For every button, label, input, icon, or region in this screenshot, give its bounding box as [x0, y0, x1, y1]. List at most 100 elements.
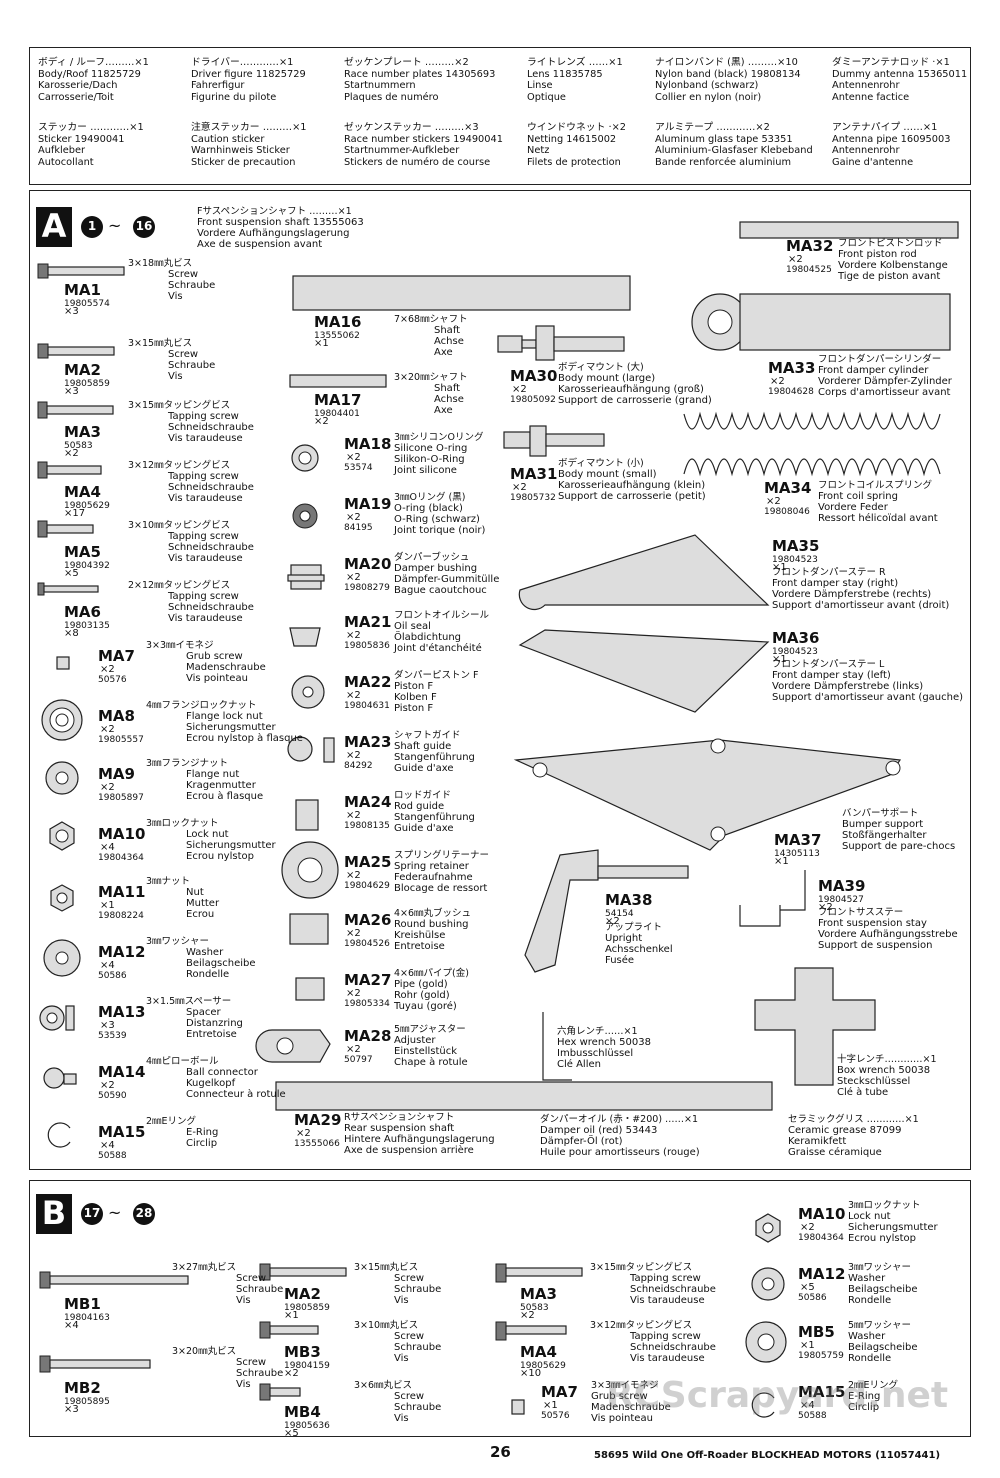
part-qty: ×2	[605, 916, 620, 927]
part-name: Oil seal	[394, 621, 431, 632]
part-qty: ×1	[772, 562, 787, 573]
part-id: MA21	[344, 614, 391, 630]
part-jp-name: 4㎜フランジロックナット	[146, 700, 257, 711]
part-qty: ×1	[543, 1400, 558, 1411]
part-jp-name: 4㎜ピローボール	[146, 1056, 219, 1067]
part-jp-name: 4×6㎜丸ブッシュ	[394, 908, 472, 919]
part-qty: ×2	[284, 1368, 299, 1379]
part-jp-name: 3×3㎜イモネジ	[146, 640, 214, 651]
part-id-text: MA18	[344, 435, 392, 453]
part-name: Rondelle	[848, 1353, 892, 1364]
part-name: Vordere Dämpferstrebe (links)	[772, 681, 924, 692]
part-id-text: MA12	[98, 943, 146, 961]
tilde: ~	[108, 216, 122, 235]
header-part-l3: Figurine du pilote	[191, 91, 277, 103]
part-qty: ×2	[314, 416, 329, 427]
part-code: 50583	[64, 441, 93, 451]
part-qty: ×2	[346, 750, 361, 761]
box-wrench-l3: Clé à tube	[837, 1087, 889, 1098]
part-jp-name: スプリングリテーナー	[394, 850, 490, 861]
part-name: Shaft	[434, 383, 461, 394]
header-part-l1: Antenna pipe 16095003	[832, 133, 951, 145]
part-code: 53539	[98, 1031, 127, 1041]
part-jp-name: 7×68㎜シャフト	[394, 314, 468, 325]
part-qty: ×2	[520, 1310, 535, 1321]
part-name: Entretoise	[186, 1029, 237, 1040]
part-jp-name: Rサスペンションシャフト	[344, 1112, 455, 1123]
ceramic-grease-l2: Keramikfett	[788, 1136, 847, 1147]
part-qty: ×10	[520, 1368, 542, 1379]
part-jp-name: 3㎜ワッシャー	[146, 936, 210, 947]
section-b-box	[29, 1180, 971, 1437]
part-code: 84195	[344, 523, 373, 533]
part-jp-name: ダンパーブッシュ	[394, 552, 470, 563]
part-name: Rondelle	[186, 969, 230, 980]
part-jp-name: フロントダンパーシリンダー	[818, 354, 942, 365]
part-name: Screw	[394, 1391, 425, 1402]
header-part-l1: Netting 14615002	[527, 133, 617, 145]
part-qty: ×1	[800, 1340, 815, 1351]
header-part-l3: Gaine d'antenne	[832, 156, 914, 168]
part-name: Ecrou nylstop	[848, 1233, 916, 1244]
part-jp-name: 3㎜ロックナット	[146, 818, 219, 829]
part-name: Support de pare-chocs	[842, 841, 956, 852]
part-id: MA16 ×1	[314, 314, 361, 352]
part-qty: ×2	[100, 724, 115, 735]
part-name: Vis taraudeuse	[168, 493, 243, 504]
header-part-l1: Driver figure 11825729	[191, 68, 306, 80]
part-code: 19804364	[798, 1233, 844, 1243]
watermark: RCScrapyard.net	[606, 1375, 949, 1416]
part-jp-name: 5㎜アジャスター	[394, 1024, 466, 1035]
part-name: Joint silicone	[394, 465, 457, 476]
part-name: Tapping screw	[630, 1273, 701, 1284]
part-id: MA19	[344, 496, 391, 512]
part-jp-name: バンパーサポート	[842, 808, 919, 819]
part-id: MA1 ×3	[64, 282, 101, 320]
part-id-text: MB2	[64, 1379, 101, 1397]
part-qty: ×2	[346, 928, 361, 939]
part-id: MA3 ×2	[64, 424, 101, 462]
part-id: MA12	[98, 944, 145, 960]
header-part-jp: ナイロンバンド (黒) ………×10	[655, 57, 798, 68]
part-code: 19804159	[284, 1361, 330, 1371]
part-name: Vis	[394, 1295, 409, 1306]
header-part-l3: Plaques de numéro	[344, 91, 439, 103]
part-name: Vis	[236, 1295, 251, 1306]
part-name: Stoßfängerhalter	[842, 830, 927, 841]
part-qty: ×5	[64, 568, 79, 579]
part-name: Screw	[168, 349, 199, 360]
part-name: Axe de suspension arrière	[344, 1145, 474, 1156]
part-id-text: MA4	[64, 483, 101, 501]
header-part-l2: Antennenrohr	[832, 145, 900, 156]
part-name: Flange nut	[186, 769, 240, 780]
part-qty: ×2	[346, 988, 361, 999]
header-part-l3: Antenne factice	[832, 91, 910, 103]
screw-icons	[37, 263, 125, 670]
part-code: 19805895	[64, 1397, 110, 1407]
part-name: Washer	[848, 1331, 886, 1342]
part-id-text: MA2	[284, 1285, 321, 1303]
part-name: Schraube	[236, 1368, 284, 1379]
part-name: Spring retainer	[394, 861, 469, 872]
part-name: Schneidschraube	[168, 422, 254, 433]
part-name: Beilagscheibe	[848, 1284, 918, 1295]
part-name: Schneidschraube	[630, 1284, 716, 1295]
part-id: MA38 ×2	[605, 892, 652, 930]
part-code: 19804163	[64, 1313, 110, 1323]
part-id: MB2 ×3	[64, 1380, 101, 1418]
part-qty: ×2	[346, 452, 361, 463]
part-name: Rod guide	[394, 801, 445, 812]
part-name: Washer	[186, 947, 224, 958]
part-id: MA14	[98, 1064, 145, 1080]
hex-wrench-jp: 六角レンチ……×1	[557, 1026, 638, 1037]
ceramic-grease-l1: Ceramic grease 87099	[788, 1125, 902, 1136]
header-part-jp: ライトレンズ ……×1	[527, 57, 623, 68]
part-name: Front damper cylinder	[818, 365, 929, 376]
part-name: Vis	[236, 1379, 251, 1390]
part-name: Sicherungsmutter	[186, 722, 276, 733]
header-part-l1: Lens 11835785	[527, 68, 603, 80]
part-id: MA17 ×2	[314, 392, 361, 430]
part-name: Entretoise	[394, 941, 445, 952]
